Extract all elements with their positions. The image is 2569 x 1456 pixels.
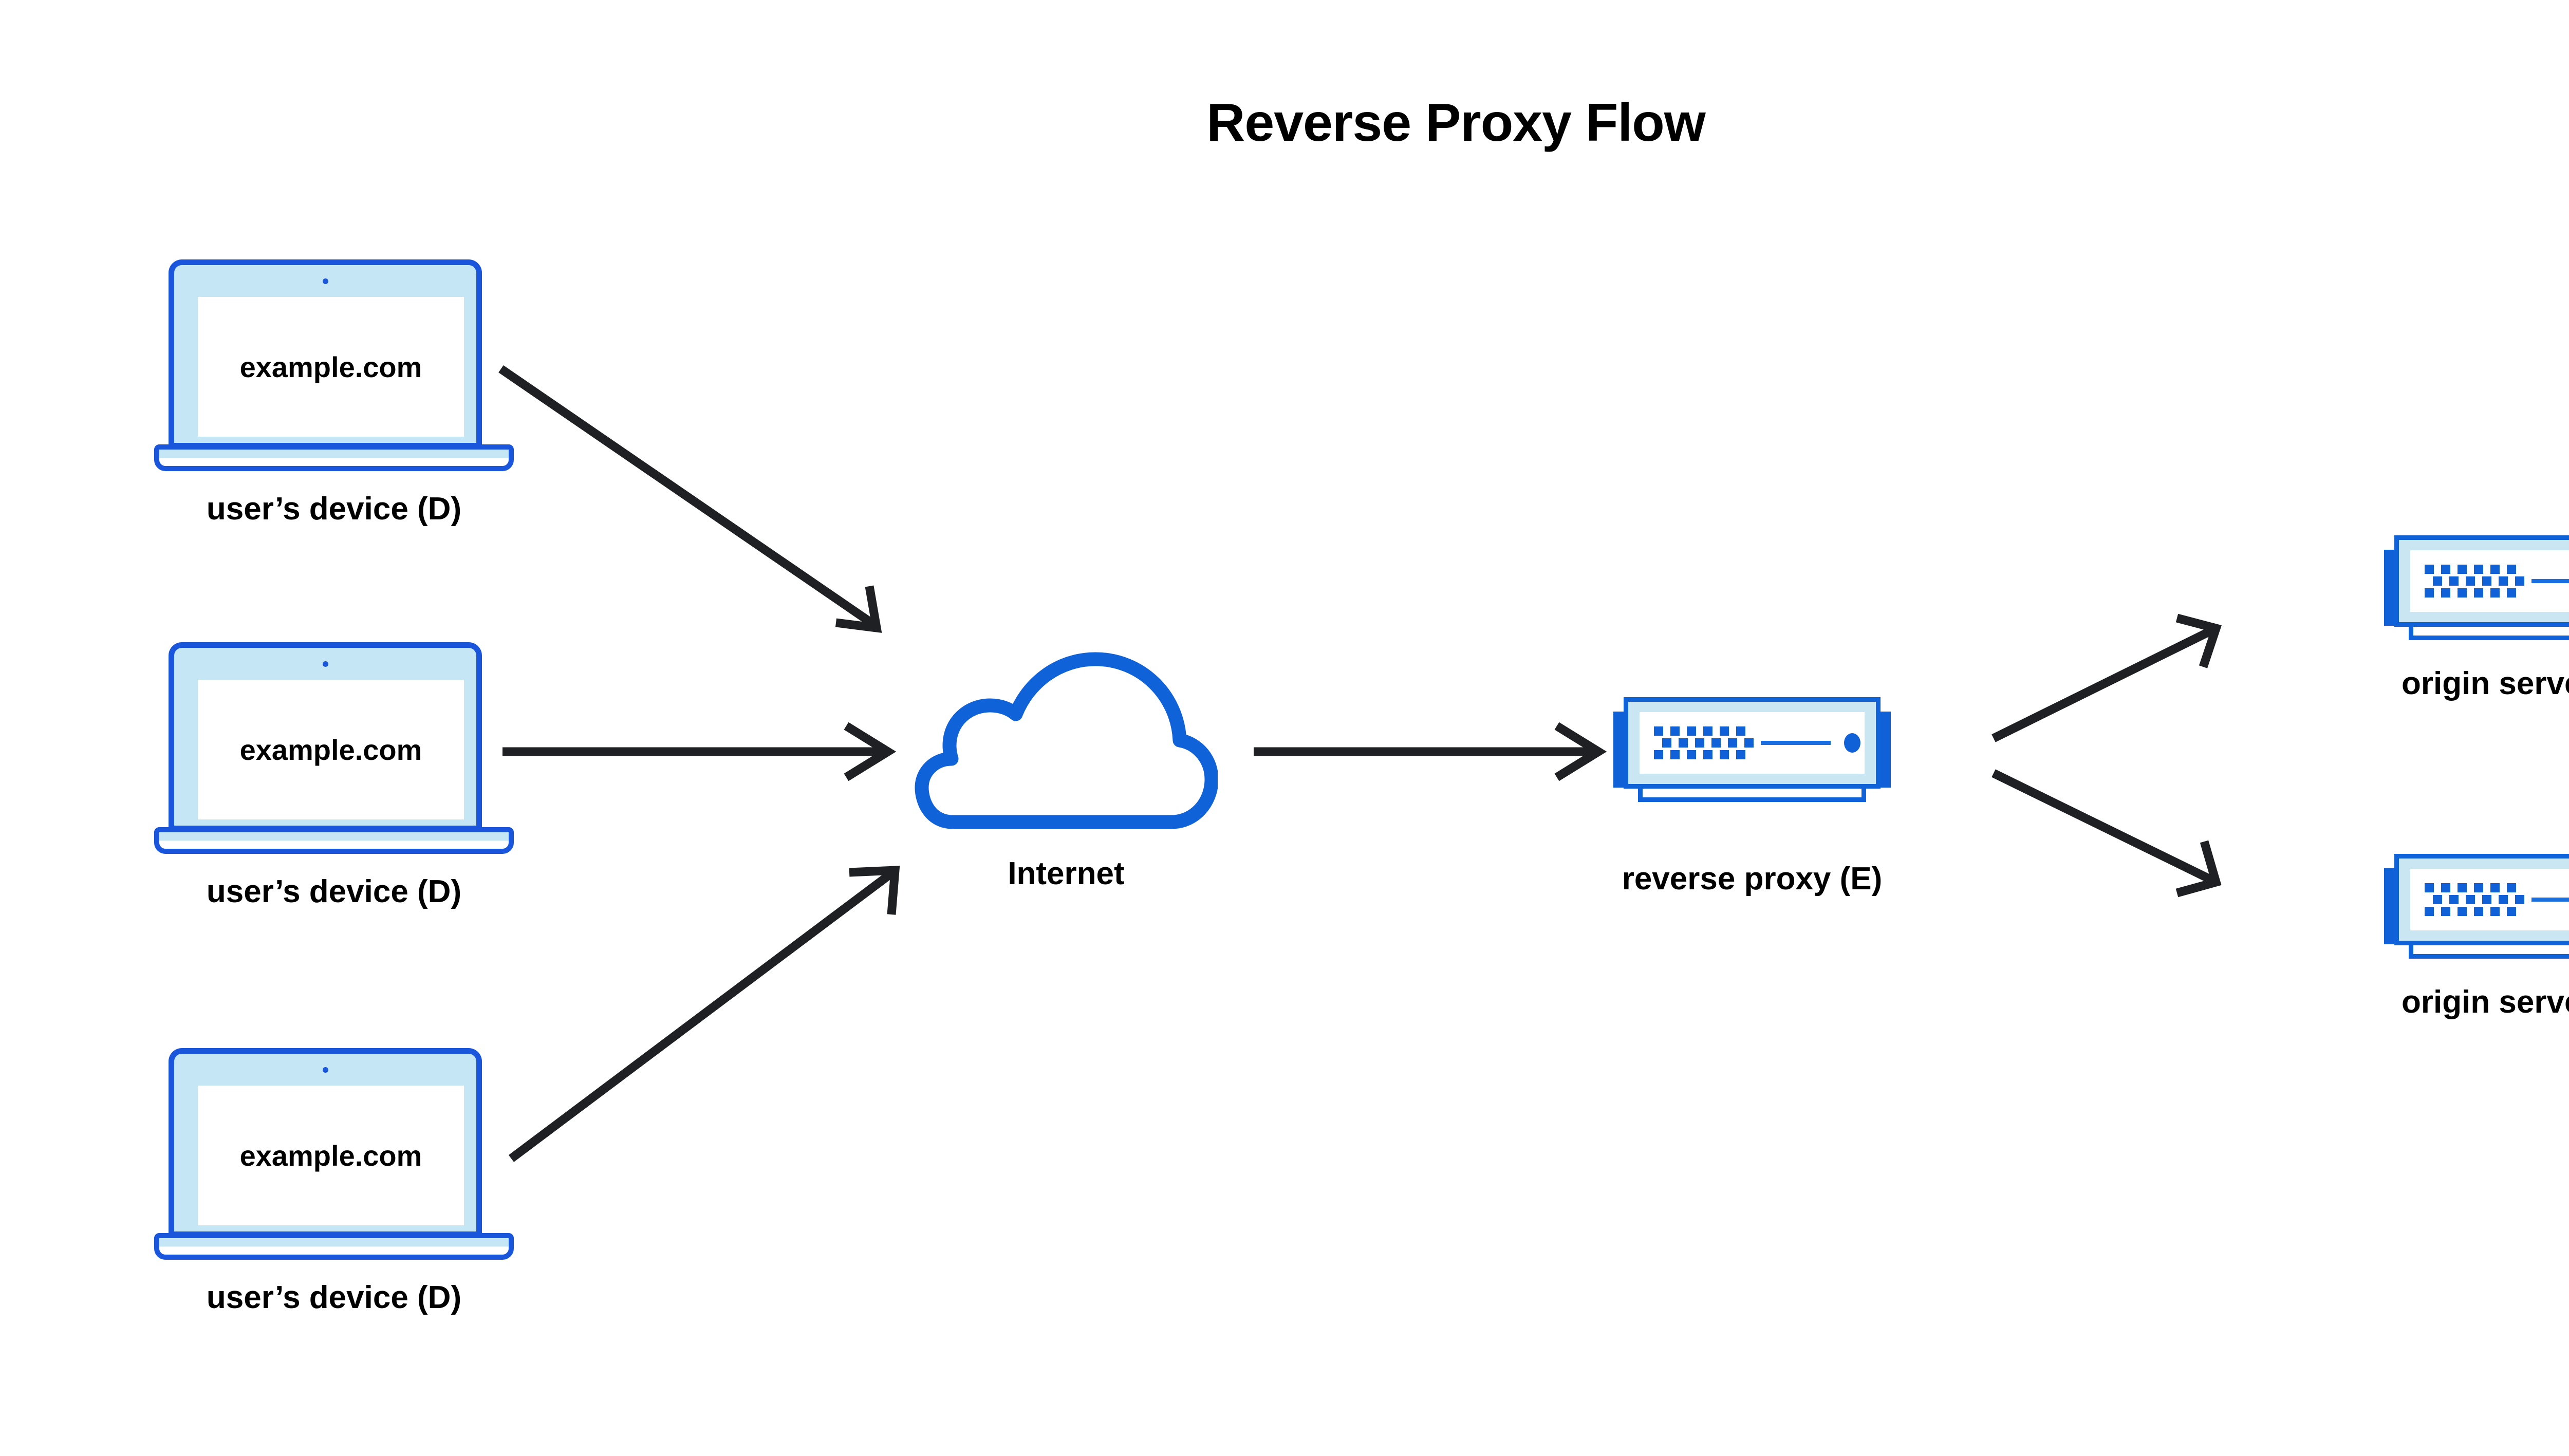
- laptop-lid: example.com: [169, 259, 482, 449]
- led-grid-icon: [2425, 565, 2524, 598]
- camera-dot-icon: [323, 278, 328, 284]
- flow-arrow-proxy-to-origin2: [1991, 769, 2222, 898]
- server-indicator-line: [2531, 579, 2569, 583]
- reverse-proxy-label: reverse proxy (E): [1622, 861, 1883, 897]
- screen-url-text: example.com: [239, 733, 422, 766]
- server-indicator-line: [2531, 898, 2569, 902]
- server-face-panel: [2410, 550, 2569, 612]
- laptop-screen: example.com: [198, 297, 464, 437]
- flow-arrow-client1-to-internet: [498, 365, 882, 633]
- internet-label: Internet: [1008, 856, 1125, 891]
- laptop-base: [154, 444, 514, 471]
- server-face-panel: [2410, 869, 2569, 930]
- client-2-label: user’s device (D): [206, 874, 462, 909]
- server-body: [2394, 535, 2569, 627]
- origin-server-2-label: origin server (F): [2402, 984, 2569, 1020]
- screen-url-text: example.com: [239, 1139, 422, 1172]
- laptop-screen: example.com: [198, 1086, 464, 1225]
- server-status-dot-icon: [1844, 733, 1860, 753]
- flow-arrow-internet-to-proxy: [1254, 722, 1607, 781]
- cloud-shape: [915, 652, 1219, 829]
- laptop-lid: example.com: [169, 642, 482, 831]
- camera-dot-icon: [323, 661, 328, 667]
- server-body: [2394, 854, 2569, 945]
- laptop-icon-client-3[interactable]: example.com: [154, 1048, 514, 1269]
- laptop-base: [154, 1233, 514, 1260]
- led-grid-icon: [2425, 883, 2524, 916]
- laptop-base: [154, 827, 514, 854]
- page-title: Reverse Proxy Flow: [1206, 93, 1705, 153]
- led-grid-icon: [1654, 726, 1754, 759]
- laptop-screen: example.com: [198, 680, 464, 819]
- server-indicator-line: [1761, 741, 1831, 745]
- client-3-label: user’s device (D): [206, 1280, 462, 1315]
- flow-arrow-client2-to-internet: [502, 722, 897, 781]
- server-icon-origin-1[interactable]: [2384, 529, 2569, 647]
- client-1-label: user’s device (D): [206, 491, 462, 527]
- flow-arrow-proxy-to-origin1: [1991, 613, 2222, 742]
- server-icon-reverse-proxy[interactable]: [1613, 691, 1891, 809]
- camera-dot-icon: [323, 1067, 328, 1073]
- server-face-panel: [1640, 712, 1865, 774]
- server-body: [1624, 697, 1881, 789]
- screen-url-text: example.com: [239, 350, 422, 383]
- laptop-lid: example.com: [169, 1048, 482, 1237]
- origin-server-1-label: origin server (F): [2402, 666, 2569, 701]
- server-icon-origin-2[interactable]: [2384, 848, 2569, 966]
- flow-arrow-client3-to-internet: [508, 866, 900, 1162]
- cloud-icon-internet[interactable]: [915, 645, 1219, 835]
- laptop-icon-client-2[interactable]: example.com: [154, 642, 514, 863]
- laptop-icon-client-1[interactable]: example.com: [154, 259, 514, 480]
